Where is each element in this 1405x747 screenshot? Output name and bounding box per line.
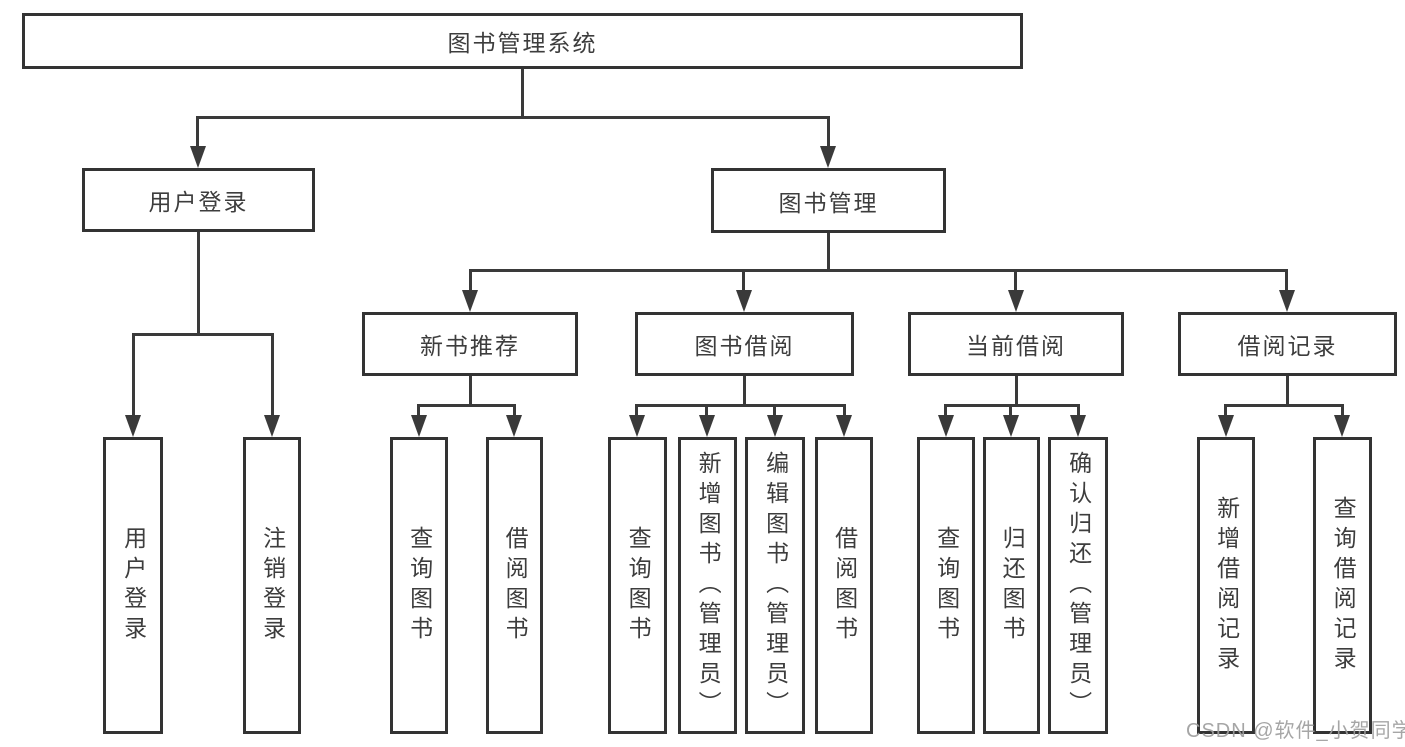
- node-label: 编辑图书（管理员）: [762, 450, 789, 721]
- node-borrow-records: 借阅记录: [1178, 312, 1397, 376]
- node-label: 借阅记录: [1237, 333, 1338, 359]
- arrow-down-icon: [190, 146, 206, 168]
- arrow-down-icon: [1003, 415, 1019, 437]
- arrow-down-icon: [820, 146, 836, 168]
- node-label: 查询图书: [933, 525, 960, 646]
- connector-stub: [132, 333, 135, 415]
- connector-root-stem: [521, 69, 524, 119]
- node-label: 新书推荐: [420, 333, 520, 359]
- node-label: 图书借阅: [694, 333, 795, 359]
- node-label: 查询图书: [406, 525, 433, 646]
- node-label: 归还图书: [999, 525, 1026, 646]
- arrow-down-icon: [736, 290, 752, 312]
- arrow-down-icon: [1008, 290, 1024, 312]
- node-label: 确认归还（管理员）: [1065, 450, 1092, 721]
- arrow-down-icon: [1334, 415, 1350, 437]
- connector-stub: [271, 333, 274, 415]
- leaf-borrow-book: 借阅图书: [815, 437, 873, 734]
- node-label: 图书管理: [778, 189, 879, 216]
- connector-stub: [827, 116, 830, 148]
- leaf-edit-book-admin: 编辑图书（管理员）: [745, 437, 805, 734]
- connector-stub: [1224, 404, 1227, 417]
- node-label: 查询借阅记录: [1330, 495, 1357, 676]
- connector-bar: [469, 269, 1288, 272]
- node-label: 注销登录: [259, 525, 286, 646]
- leaf-query-books: 查询图书: [390, 437, 448, 734]
- connector-bar: [132, 333, 274, 336]
- node-label: 当前借阅: [966, 333, 1066, 359]
- leaf-return-book: 归还图书: [983, 437, 1040, 734]
- node-label: 用户登录: [148, 189, 249, 215]
- connector-stub: [196, 116, 199, 148]
- connector-bar: [944, 404, 1080, 407]
- leaf-user-login: 用户登录: [103, 437, 163, 734]
- connector-stub: [742, 269, 745, 290]
- connector-stub: [773, 404, 776, 417]
- node-book-borrowing: 图书借阅: [635, 312, 854, 376]
- connector-stub: [469, 269, 472, 290]
- connector-stem: [1286, 376, 1289, 407]
- arrow-down-icon: [629, 415, 645, 437]
- arrow-down-icon: [836, 415, 852, 437]
- node-book-management: 图书管理: [711, 168, 946, 233]
- arrow-down-icon: [1279, 290, 1295, 312]
- connector-stub: [944, 404, 947, 417]
- connector-root-bar: [196, 116, 830, 119]
- leaf-add-book-admin: 新增图书（管理员）: [678, 437, 737, 734]
- arrow-down-icon: [938, 415, 954, 437]
- node-label: 新增图书（管理员）: [695, 450, 722, 721]
- connector-bar: [417, 404, 516, 407]
- arrow-down-icon: [506, 415, 522, 437]
- connector-stub: [705, 404, 708, 417]
- node-new-book-recommend: 新书推荐: [362, 312, 578, 376]
- arrow-down-icon: [264, 415, 280, 437]
- leaf-query-books: 查询图书: [917, 437, 975, 734]
- node-label: 新增借阅记录: [1213, 495, 1240, 676]
- watermark: CSDN @软件_小贺同学: [1186, 720, 1405, 742]
- arrow-down-icon: [1218, 415, 1234, 437]
- connector-stub: [1077, 404, 1080, 417]
- connector-bar: [1224, 404, 1344, 407]
- leaf-query-borrow-record: 查询借阅记录: [1313, 437, 1372, 734]
- connector-stub: [417, 404, 420, 417]
- connector-stem: [469, 376, 472, 407]
- leaf-confirm-return-admin: 确认归还（管理员）: [1048, 437, 1108, 734]
- leaf-query-books: 查询图书: [608, 437, 667, 734]
- connector-stub: [1009, 404, 1012, 417]
- connector-stem: [827, 233, 830, 271]
- arrow-down-icon: [699, 415, 715, 437]
- node-label: 查询图书: [625, 525, 652, 646]
- leaf-logout: 注销登录: [243, 437, 301, 734]
- arrow-down-icon: [1070, 415, 1086, 437]
- connector-stem: [197, 232, 200, 336]
- arrow-down-icon: [125, 415, 141, 437]
- leaf-add-borrow-record: 新增借阅记录: [1197, 437, 1255, 734]
- leaf-borrow-book: 借阅图书: [486, 437, 543, 734]
- node-label: 图书管理系统: [447, 30, 598, 56]
- connector-stem: [1015, 376, 1018, 407]
- connector-stub: [843, 404, 846, 417]
- arrow-down-icon: [411, 415, 427, 437]
- connector-stub: [635, 404, 638, 417]
- node-current-borrowing: 当前借阅: [908, 312, 1124, 376]
- node-label: 借阅图书: [831, 525, 858, 646]
- connector-stub: [513, 404, 516, 417]
- connector-stem: [743, 376, 746, 407]
- node-user-login: 用户登录: [82, 168, 315, 232]
- node-label: 借阅图书: [502, 525, 529, 646]
- connector-stub: [1341, 404, 1344, 417]
- connector-stub: [1285, 269, 1288, 290]
- node-root: 图书管理系统: [22, 13, 1023, 69]
- node-label: 用户登录: [120, 525, 147, 646]
- arrow-down-icon: [767, 415, 783, 437]
- connector-stub: [1014, 269, 1017, 290]
- arrow-down-icon: [462, 290, 478, 312]
- connector-bar: [635, 404, 846, 407]
